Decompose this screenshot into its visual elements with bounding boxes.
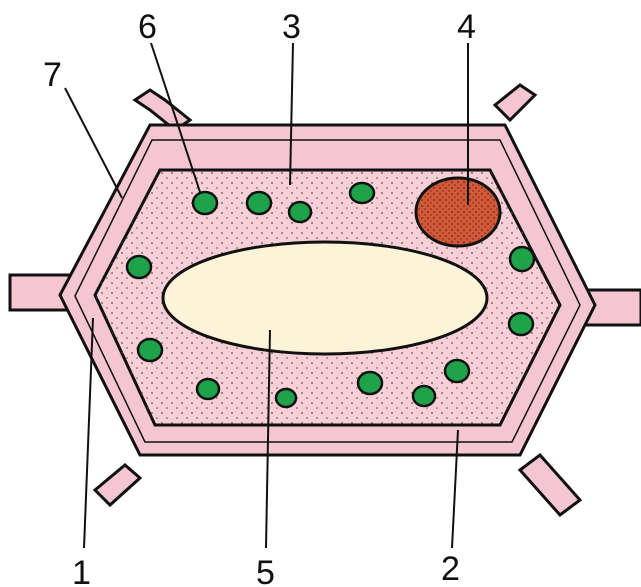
chloroplast (509, 313, 533, 335)
label-5: 5 (256, 554, 275, 587)
label-2: 2 (441, 550, 460, 587)
label-4: 4 (457, 8, 476, 46)
chloroplast (358, 372, 382, 394)
chloroplast (289, 202, 311, 222)
chloroplast (193, 192, 217, 214)
chloroplast (350, 183, 374, 203)
label-6: 6 (138, 8, 157, 46)
label-3: 3 (282, 8, 301, 46)
vacuole (163, 242, 487, 354)
chloroplast (127, 256, 151, 278)
chloroplast (138, 339, 162, 361)
chloroplast (413, 386, 435, 406)
wall-strip-bottom-right (520, 455, 580, 515)
chloroplast (445, 360, 469, 382)
chloroplast (247, 192, 271, 214)
label-1: 1 (72, 554, 91, 587)
wall-strip-bottom-left (95, 465, 140, 505)
label-7: 7 (43, 56, 62, 94)
wall-strip-top-right (495, 85, 535, 120)
callout-line-7 (65, 88, 122, 198)
chloroplast (276, 389, 296, 407)
chloroplast (197, 379, 219, 399)
chloroplast (510, 247, 534, 271)
nucleus (416, 178, 500, 246)
